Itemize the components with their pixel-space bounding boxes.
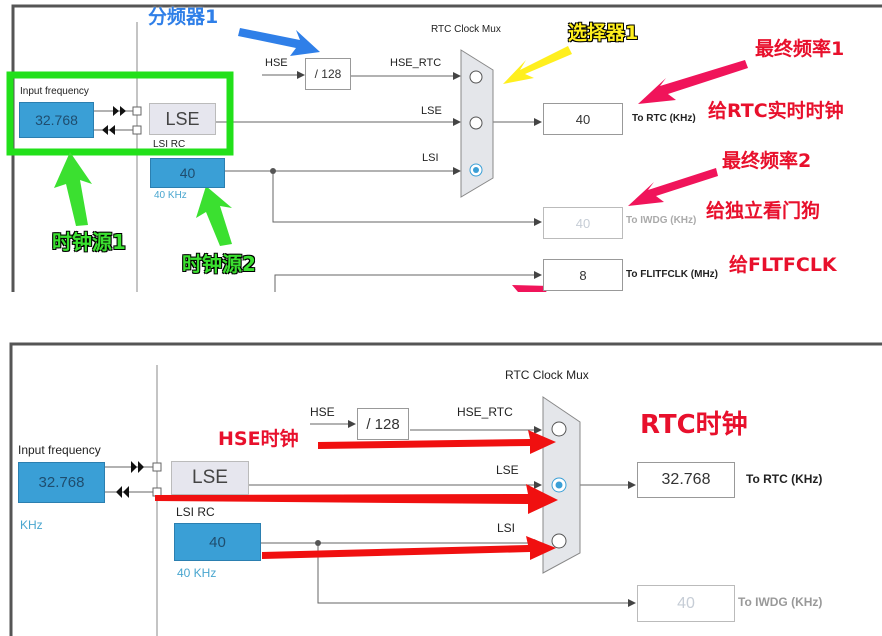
clock-source-2-pointer-arrow	[196, 186, 232, 246]
annotation-to-rtc: 给RTC实时时钟	[708, 100, 844, 122]
hse-label-bottom: HSE	[310, 405, 335, 419]
lsi-path-arrow	[262, 536, 556, 560]
lsi-rc-label: LSI RC	[153, 139, 186, 150]
lse-pin-out	[132, 125, 142, 135]
annotation-clock-source-2: 时钟源2	[182, 252, 256, 276]
mux-radio-hse-rtc[interactable]	[469, 70, 483, 84]
mux-radio-hse-rtc-bottom[interactable]	[551, 421, 567, 437]
flitfclk-output-label: To FLITFCLK (MHz)	[626, 269, 719, 280]
bidirectional-arrows-icon-bottom	[116, 461, 144, 498]
rtc-output-field: 40	[543, 103, 623, 135]
annotation-divider: 分频器1	[148, 6, 219, 28]
input-frequency-label: Input frequency	[20, 86, 89, 97]
clock-source-1-highlight	[6, 71, 234, 156]
lse-block-bottom: LSE	[171, 461, 249, 495]
mux-radio-lse-dot	[555, 481, 563, 489]
junction-dot-bottom	[315, 540, 321, 546]
annotation-final-freq-1: 最终频率1	[755, 38, 845, 60]
clock-source-1-pointer-arrow	[54, 152, 92, 226]
annotation-final-freq-2: 最终频率2	[722, 150, 812, 172]
input-frequency-label-bottom: Input frequency	[18, 443, 101, 457]
lse-block: LSE	[149, 103, 216, 135]
mux-title-bottom: RTC Clock Mux	[505, 368, 589, 382]
input-frequency-field[interactable]: 32.768	[19, 102, 94, 138]
mux-radio-lse[interactable]	[469, 116, 483, 130]
final-freq-2-pointer-arrow	[628, 168, 718, 206]
iwdg-output-label-bottom: To IWDG (KHz)	[738, 595, 823, 609]
rtc-output-label: To RTC (KHz)	[632, 113, 696, 124]
mux-lse-label-bottom: LSE	[496, 463, 519, 477]
divider-pointer-arrow	[238, 28, 320, 56]
lse-pin-in	[132, 106, 142, 116]
input-frequency-field-bottom[interactable]: 32.768	[18, 462, 105, 503]
hse-rtc-label-bottom: HSE_RTC	[457, 405, 513, 419]
input-unit-label: KHz	[20, 518, 43, 532]
selector-pointer-arrow	[503, 46, 572, 84]
annotation-rtc-clock: RTC时钟	[640, 410, 748, 440]
mux-radio-lsi-bottom[interactable]	[551, 533, 567, 549]
annotation-hse-clock: HSE时钟	[218, 428, 299, 450]
annotation-to-iwdg: 给独立看门狗	[706, 200, 821, 222]
junction-dot	[270, 168, 276, 174]
mux-radio-lsi-dot	[473, 167, 479, 173]
lsi-rc-field[interactable]: 40	[150, 158, 225, 188]
hse-label: HSE	[265, 57, 288, 69]
lse-path-arrow	[155, 484, 558, 514]
hse-rtc-label: HSE_RTC	[390, 57, 442, 69]
hse-rtc-divider[interactable]: / 128	[305, 58, 351, 90]
mux-lse-label: LSE	[421, 105, 442, 117]
annotation-selector: 选择器1	[568, 22, 639, 44]
top-panel-frame	[11, 4, 882, 292]
lse-pin-out-bottom	[152, 487, 162, 497]
iwdg-output-label: To IWDG (KHz)	[626, 215, 697, 226]
annotation-clock-source-1: 时钟源1	[52, 230, 126, 254]
mux-lsi-label: LSI	[422, 152, 439, 164]
lsi-rc-field-bottom[interactable]: 40	[174, 523, 261, 561]
iwdg-output-field-bottom: 40	[637, 585, 735, 622]
hse-path-arrow	[318, 430, 556, 454]
rtc-output-field-bottom: 32.768	[637, 462, 735, 498]
final-freq-1-pointer-arrow	[638, 60, 748, 104]
lsi-rc-label-bottom: LSI RC	[176, 505, 215, 519]
lsi-unit-label: 40 KHz	[154, 190, 187, 201]
mux-title: RTC Clock Mux	[431, 24, 501, 35]
lse-pin-in-bottom	[152, 462, 162, 472]
partial-pointer-arrow	[512, 285, 550, 292]
flitfclk-output-field: 8	[543, 259, 623, 291]
hse-rtc-divider-bottom[interactable]: / 128	[357, 408, 409, 440]
bottom-panel-frame	[9, 342, 882, 636]
annotation-to-fltfclk: 给FLTFCLK	[729, 254, 837, 276]
lsi-unit-label-bottom: 40 KHz	[177, 566, 217, 580]
bidirectional-arrows-icon	[102, 106, 126, 135]
iwdg-output-field: 40	[543, 207, 623, 239]
mux-lsi-label-bottom: LSI	[497, 521, 516, 535]
rtc-output-label-bottom: To RTC (KHz)	[746, 472, 823, 486]
